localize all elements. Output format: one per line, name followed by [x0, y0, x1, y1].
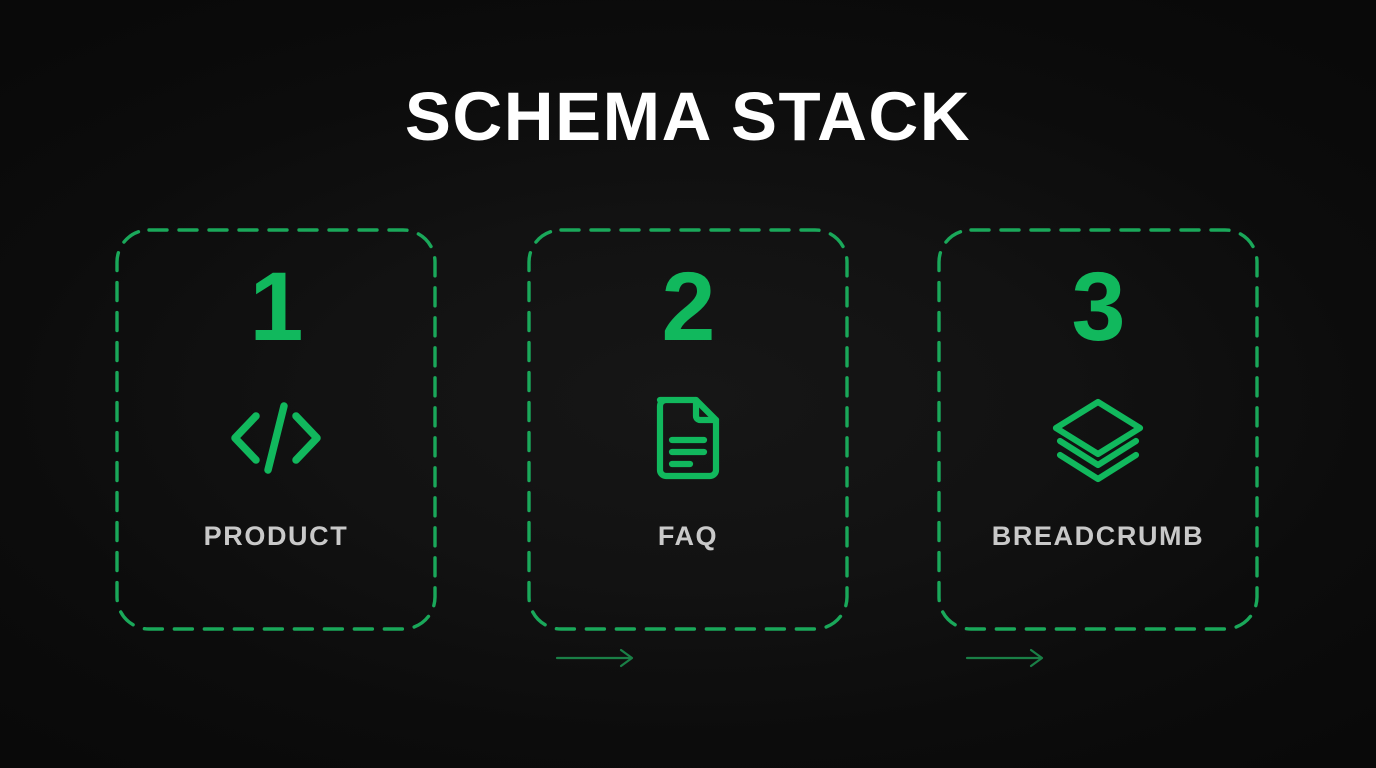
- connector-arrow-2: [963, 644, 1053, 672]
- code-brackets-icon: [226, 388, 326, 488]
- page-title: SCHEMA STACK: [404, 78, 972, 155]
- document-lines-icon: [638, 388, 738, 488]
- layers-stack-icon: [1048, 388, 1148, 488]
- step-card-faq[interactable]: 2 FAQ: [527, 228, 849, 631]
- step-label: BREADCRUMB: [991, 521, 1205, 551]
- step-number: 2: [661, 252, 716, 361]
- step-number: 3: [1071, 252, 1126, 361]
- steps-row: 1 PRODUCT 2: [115, 228, 1259, 668]
- step-label: PRODUCT: [203, 521, 349, 551]
- step-number: 1: [249, 252, 304, 361]
- step-card-breadcrumb[interactable]: 3 BREADCRUMB: [937, 228, 1259, 631]
- step-label: FAQ: [657, 521, 719, 551]
- step-card-product[interactable]: 1 PRODUCT: [115, 228, 437, 631]
- connector-arrow-1: [553, 644, 643, 672]
